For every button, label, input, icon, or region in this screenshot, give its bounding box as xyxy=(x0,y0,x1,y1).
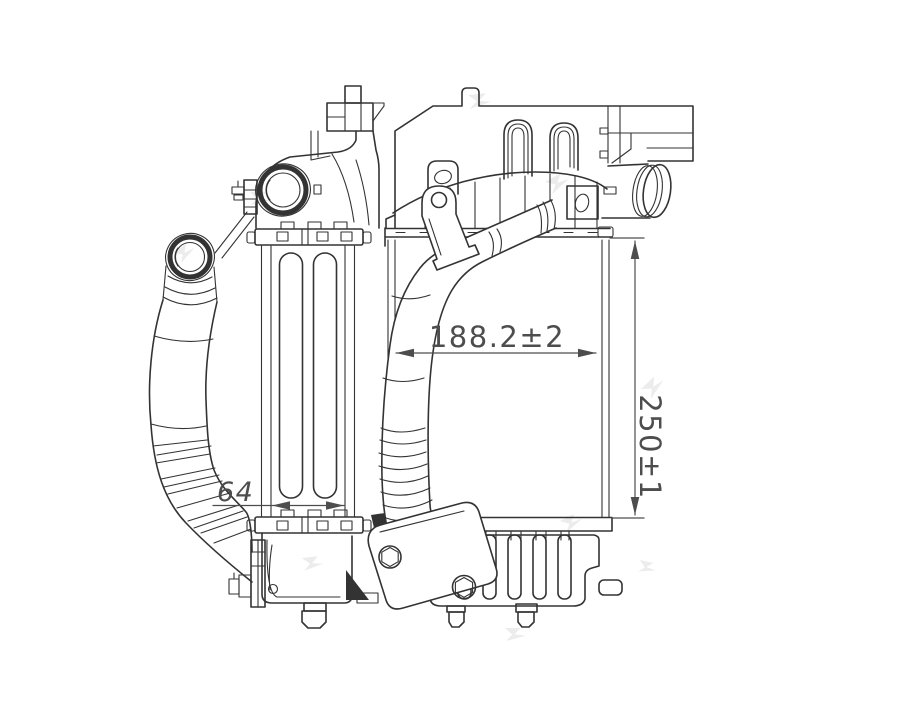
core-slot xyxy=(278,252,304,499)
dimension-width: 188.2±2 xyxy=(395,320,597,358)
hose-open-end xyxy=(162,232,218,306)
core-side-plates xyxy=(260,245,356,518)
side-view xyxy=(367,87,694,628)
side-top-tank-outline xyxy=(394,87,694,229)
hose-retainer-loops xyxy=(503,119,579,180)
front-bottom-tank xyxy=(228,532,379,629)
bottom-connector-clamp xyxy=(228,539,266,608)
pipe-end-flange xyxy=(536,198,556,234)
dimension-width-label: 188.2±2 xyxy=(429,320,565,354)
side-hose xyxy=(378,198,557,561)
dimension-core-depth: 64 xyxy=(212,477,346,510)
front-core xyxy=(246,221,372,534)
bracket-oval-hole xyxy=(427,160,459,195)
side-mount-tab xyxy=(598,579,623,596)
top-mount-bracket xyxy=(310,85,385,161)
inlet-port xyxy=(255,163,322,217)
collar-arm xyxy=(214,211,255,259)
front-view xyxy=(148,85,385,629)
bottom-header-plate xyxy=(246,509,372,534)
hose-corrugations xyxy=(152,439,252,544)
core-slot xyxy=(312,252,338,499)
front-mount-peg xyxy=(301,602,327,629)
outlet-tube xyxy=(601,163,672,219)
top-header-plate xyxy=(246,221,372,246)
dimension-height-label: 250±1 xyxy=(633,394,667,500)
port-clamp xyxy=(231,179,258,215)
hex-bolt xyxy=(451,574,477,600)
hose-clamp-bracket xyxy=(421,185,480,271)
front-top-tank xyxy=(231,85,385,229)
dimension-height: 250±1 xyxy=(609,237,667,519)
dimension-core-depth-label: 64 xyxy=(217,477,254,508)
bracket-plate-hole xyxy=(566,185,599,220)
inlet-hose xyxy=(148,211,255,583)
hex-bolt xyxy=(378,545,402,569)
bottom-flange xyxy=(367,501,498,610)
side-mount-peg xyxy=(446,603,538,628)
